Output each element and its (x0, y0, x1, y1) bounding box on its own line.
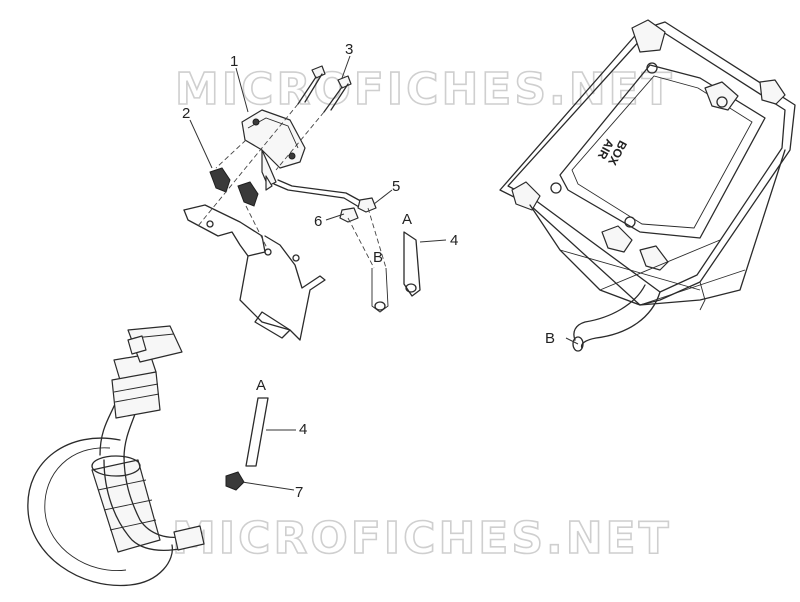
callout-part-5: 5 (392, 178, 400, 195)
lower-left-assembly (27, 325, 205, 587)
callout-part-6: 6 (314, 213, 322, 230)
callout-part-4-upper: 4 (450, 232, 458, 249)
assembly-dashed-lines (197, 103, 387, 269)
callout-part-1: 1 (230, 53, 238, 70)
watermark-bottom: MICROFICHES.NET (172, 513, 672, 564)
mounting-bracket (183, 204, 326, 341)
part-3-bolts (297, 65, 352, 113)
part-2-clips (209, 167, 259, 207)
callout-letter-b-middle: B (373, 249, 383, 266)
b-line-hose (371, 267, 389, 313)
callout-letter-a-upper: A (402, 211, 412, 228)
callout-part-4-lower: 4 (299, 421, 307, 438)
callout-part-7: 7 (295, 484, 303, 501)
watermark-top: MICROFICHES.NET (175, 64, 675, 115)
part-4-hose-upper (403, 231, 421, 297)
air-box-housing (499, 19, 796, 352)
callout-letter-a-lower: A (256, 377, 266, 394)
leader-lines (189, 55, 579, 491)
part-6-cap (339, 207, 359, 223)
part-4-hose-lower (245, 397, 269, 467)
callout-part-3: 3 (345, 41, 353, 58)
part-1-valve (241, 109, 306, 191)
callout-letter-b-right: B (545, 330, 555, 347)
callout-part-2: 2 (182, 105, 190, 122)
vacuum-line (273, 179, 369, 211)
part-7-clamp (225, 471, 245, 491)
part-5-cap (357, 197, 377, 213)
